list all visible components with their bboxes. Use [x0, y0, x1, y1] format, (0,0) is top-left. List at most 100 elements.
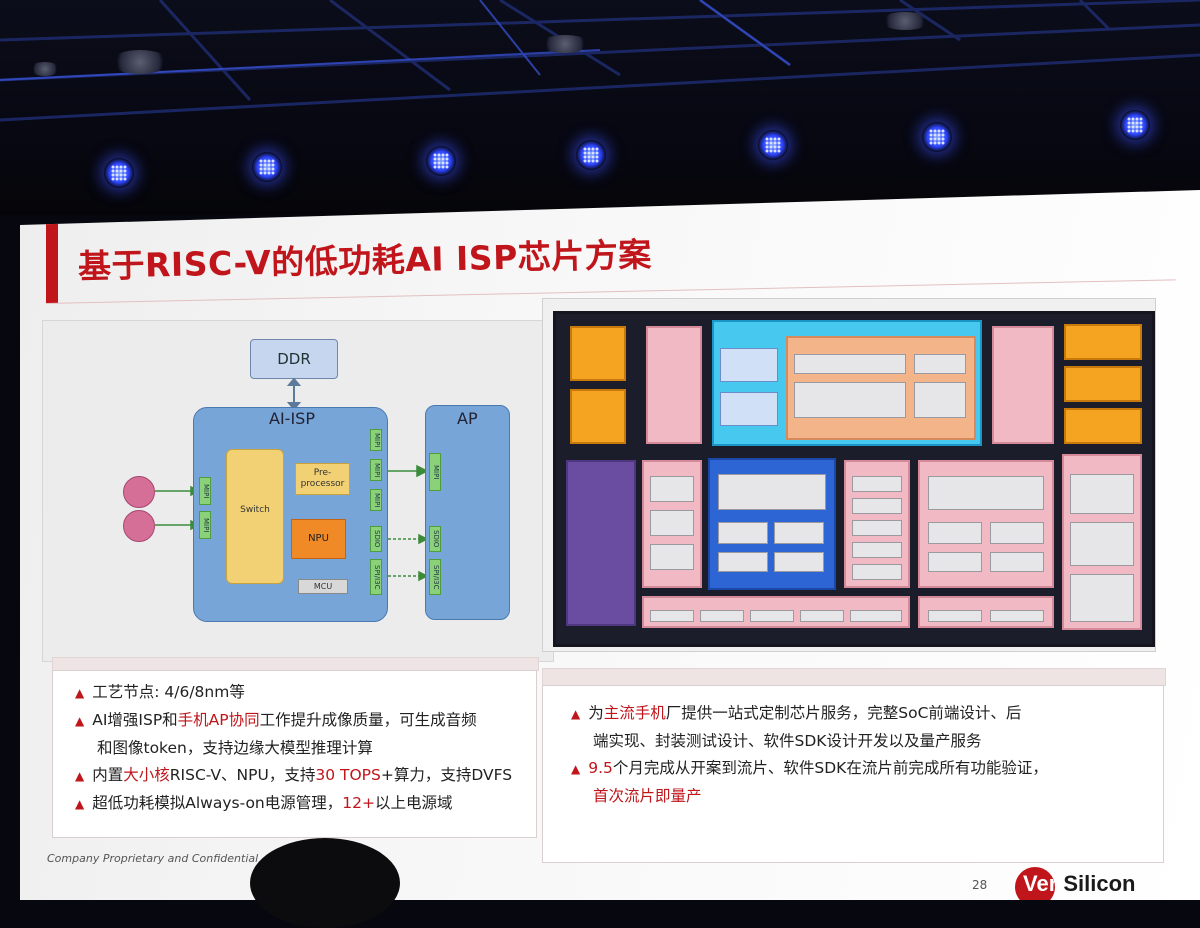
floorplan-block-sram: [650, 510, 694, 536]
floorplan-block-engine: [718, 522, 768, 544]
mipi-tx-port: MIPI: [370, 459, 382, 481]
ceiling-spotlight: [540, 35, 590, 53]
floorplan-block-sdio: [1070, 474, 1134, 514]
bullet-line: ▲9.5个月完成从开案到流片、软件SDK在流片前完成所有功能验证，: [571, 755, 1145, 783]
camera-sensor-2: [123, 510, 155, 542]
highlight-text: 手机AP协同: [177, 711, 260, 729]
bullet-text: 端实现、封装测试设计、软件SDK设计开发以及量产服务: [593, 732, 982, 750]
floorplan-block-system-sub: [852, 564, 902, 580]
chip-floorplan: [553, 311, 1155, 647]
bullet-line: ▲AI增强ISP和手机AP协同工作提升成像质量，可生成音频: [75, 707, 524, 735]
floorplan-block-system-sub: [852, 542, 902, 558]
floorplan-block-io: [800, 610, 844, 622]
floorplan-block-engine: [928, 522, 982, 544]
floorplan-block-mipi-tx: [1064, 366, 1142, 402]
floorplan-block-spi-cdif: [1070, 522, 1134, 566]
floorplan-block-npu-sub: [914, 354, 966, 374]
ap-mipi-port: MIPI: [429, 453, 441, 491]
highlight-text: 首次流片即量产: [593, 787, 702, 805]
triangle-bullet-icon: ▲: [75, 714, 85, 728]
bullet-text: 工艺节点: 4/6/8nm等: [92, 683, 245, 701]
floorplan-block-system-sub: [852, 520, 902, 536]
floorplan-block-io: [750, 610, 794, 622]
floorplan-block-sub: [990, 552, 1044, 572]
bullet-text: 以上电源域: [374, 794, 453, 812]
ap-sdio-port: SDIO: [429, 526, 441, 552]
ceiling-led-light: [426, 146, 456, 176]
sdio-port: SDIO: [370, 526, 382, 552]
floorplan-block-mipi-rx: [570, 326, 626, 381]
ap-label: AP: [457, 409, 478, 428]
floorplan-block-i3c-cdif: [1070, 574, 1134, 622]
mcu-block: MCU: [298, 579, 348, 594]
ai-isp-block-diagram: DDR AI-ISP: [42, 320, 554, 662]
bullet-text: +算力，支持DVFS: [380, 766, 513, 784]
floorplan-block-sram: [650, 544, 694, 570]
switch-block: Switch: [226, 449, 284, 584]
title-accent-bar: [46, 218, 58, 303]
bullet-text: 个月完成从开案到流片、软件SDK在流片前完成所有功能验证，: [612, 759, 1048, 777]
triangle-bullet-icon: ▲: [75, 769, 85, 783]
floorplan-block-lpddr: [566, 460, 636, 626]
ap-spi-i3c-port: SPI/I3C: [429, 559, 441, 595]
highlight-text: 主流手机: [603, 704, 666, 722]
floorplan-block-npu-sub: [914, 382, 966, 418]
ceiling-led-light: [1120, 110, 1150, 140]
floorplan-block-mipi-tx: [1064, 408, 1142, 444]
bullet-text: 为: [588, 704, 604, 722]
slide-title: 基于RISC-V的低功耗AI ISP芯片方案: [77, 234, 653, 286]
ceiling-led-light: [758, 130, 788, 160]
page-number: 28: [972, 878, 988, 892]
floorplan-block-sub: [718, 552, 768, 572]
triangle-bullet-icon: ▲: [75, 797, 85, 811]
bullet-line: 端实现、封装测试设计、软件SDK设计开发以及量产服务: [571, 728, 1145, 755]
floorplan-block-mipi-tx: [1064, 324, 1142, 360]
right-textbox-header: [542, 668, 1166, 686]
spi-i3c-port: SPI/I3C: [370, 559, 382, 595]
mipi-tx-port: MIPI: [370, 489, 382, 511]
floorplan-block-isp: [720, 392, 778, 426]
floorplan-block-isp: [720, 348, 778, 382]
highlight-text: 大小核: [123, 766, 170, 784]
bullet-line: ▲超低功耗模拟Always-on电源管理，12+以上电源域: [75, 790, 524, 818]
ceiling-spotlight: [30, 62, 60, 76]
presentation-slide: 基于RISC-V的低功耗AI ISP芯片方案 DDR: [20, 190, 1200, 900]
npu-block: NPU: [291, 519, 346, 559]
verisilicon-logo: VeriSilicon: [1015, 865, 1195, 900]
ceiling-spotlight: [110, 50, 170, 74]
floorplan-block-mipi-rx: [570, 389, 626, 444]
floorplan-block-system-sub: [852, 498, 902, 514]
ceiling-led-light: [576, 140, 606, 170]
highlight-text: 30 TOPS: [315, 766, 381, 784]
floorplan-block-engine: [990, 522, 1044, 544]
bullet-text: RISC-V、NPU，支持: [169, 766, 316, 784]
bullet-text: AI增强ISP和: [92, 711, 178, 729]
chip-floorplan-panel: [542, 298, 1156, 652]
floorplan-block-big-risc-v-core: [718, 474, 826, 510]
triangle-bullet-icon: ▲: [571, 762, 581, 776]
bullet-text: 厂提供一站式定制芯片服务，完整SoC前端设计、后: [665, 704, 1022, 722]
bullet-line: 首次流片即量产: [571, 783, 1145, 810]
triangle-bullet-icon: ▲: [75, 686, 85, 700]
mipi-tx-port: MIPI: [370, 429, 382, 451]
bullet-line: ▲ 为主流手机厂提供一站式定制芯片服务，完整SoC前端设计、后: [571, 700, 1145, 728]
ceiling-led-light: [922, 122, 952, 152]
bullet-text: 超低功耗模拟Always-on电源管理，: [92, 794, 343, 812]
floorplan-block-system-sub: [852, 476, 902, 492]
logo-mark: [1015, 867, 1055, 900]
bullet-text: 内置: [92, 766, 124, 784]
mipi-rx-port: MIPI: [199, 477, 211, 505]
left-textbox-header: [52, 657, 539, 671]
floorplan-block-large-core: [794, 382, 906, 418]
triangle-bullet-icon: ▲: [571, 707, 581, 721]
floorplan-block-mipi-rx-sw: [646, 326, 702, 444]
floorplan-block-sub: [928, 552, 982, 572]
confidential-footer: Company Proprietary and Confidential: [47, 852, 259, 865]
preprocessor-block: Pre-processor: [295, 463, 350, 495]
audience-head-silhouette: [250, 838, 400, 928]
mipi-rx-port: MIPI: [199, 511, 211, 539]
floorplan-block-small-risc-v-core: [928, 476, 1044, 510]
ceiling-led-light: [252, 152, 282, 182]
ai-isp-label: AI-ISP: [269, 409, 315, 428]
floorplan-block-io: [700, 610, 744, 622]
